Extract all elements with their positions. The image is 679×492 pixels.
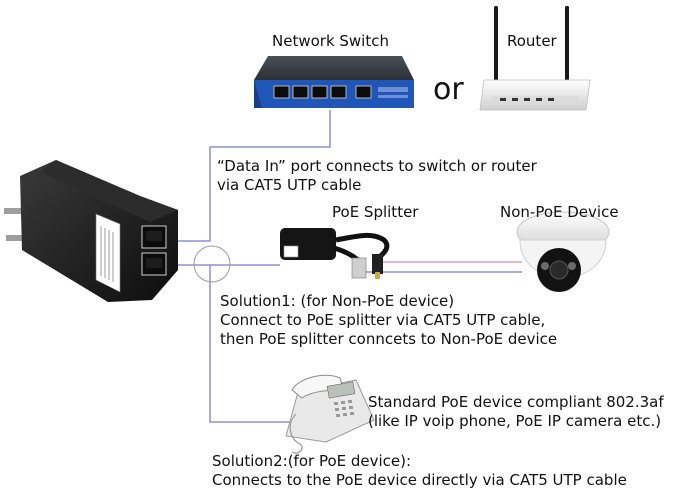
solution1-line2: Connect to PoE splitter via CAT5 UTP cab… [220,311,546,329]
poe-injector-image [4,160,178,302]
poe-splitter-image [280,228,390,279]
or-label: or [433,72,464,107]
solution1-line1: Solution1: (for Non-PoE device) [220,292,455,310]
data-in-cable [170,110,331,242]
junction-circle [193,245,231,283]
poe-device-cable [209,265,298,423]
network-switch-image [254,56,414,108]
data-in-label-line1: “Data In” port connects to switch or rou… [217,157,537,175]
ip-phone-image [285,374,375,454]
solution2-line1: Solution2:(for PoE device): [212,452,412,470]
standard-poe-line1: Standard PoE device compliant 802.3af [368,393,664,411]
router-image [479,6,591,111]
cables [170,110,522,423]
solution1-line3: then PoE splitter conncets to Non-PoE de… [220,330,558,348]
router-label: Router [507,32,557,50]
standard-poe-line2: (like IP voip phone, PoE IP camera etc.) [368,412,662,430]
data-in-label-line2: via CAT5 UTP cable [217,176,362,194]
non-poe-device-label: Non-PoE Device [500,203,619,221]
poe-splitter-label: PoE Splitter [332,203,419,221]
solution2-line2: Connects to the PoE device directly via … [212,471,627,489]
network-switch-label: Network Switch [272,32,389,50]
camera-image [516,211,610,292]
